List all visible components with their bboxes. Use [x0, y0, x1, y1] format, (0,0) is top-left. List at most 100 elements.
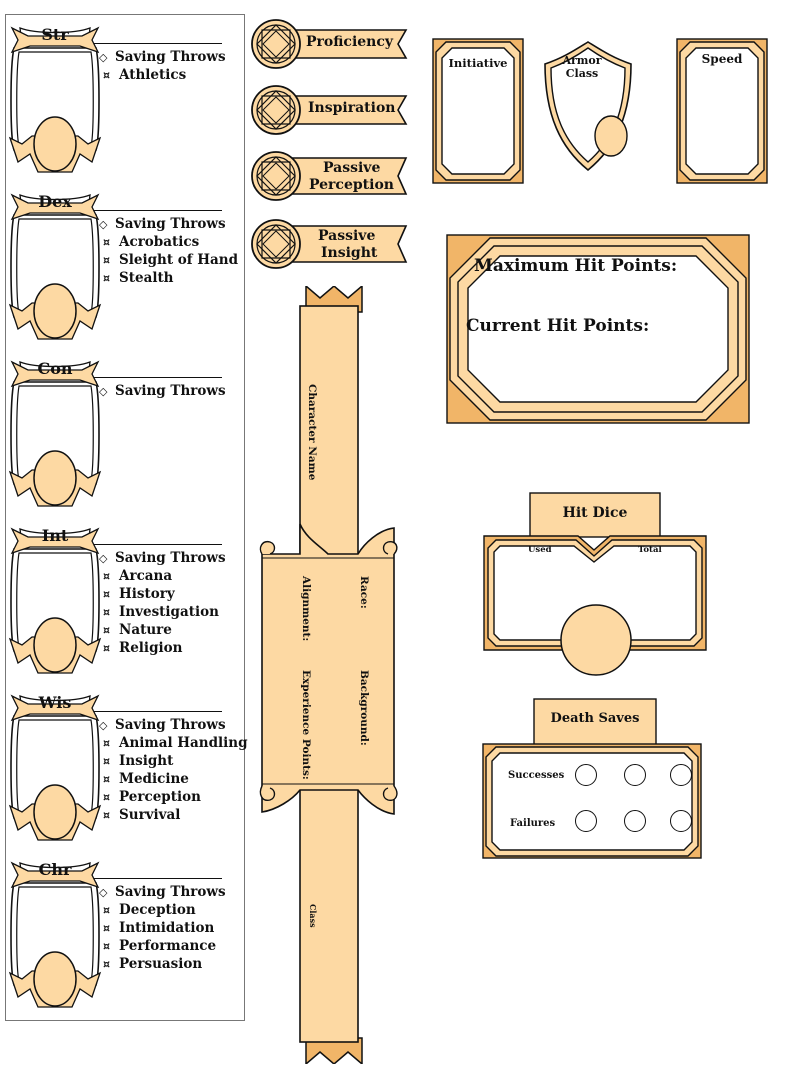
failure-checkbox-2[interactable]: [624, 810, 646, 832]
passive-insight-banner[interactable]: Passive Insight: [250, 218, 410, 270]
character-name-label: Character Name: [306, 384, 318, 481]
skill-row[interactable]: ¤Animal Handling: [103, 735, 248, 751]
skill-row[interactable]: ¤Athletics: [103, 67, 187, 83]
skill-row[interactable]: ¤Stealth: [103, 270, 174, 286]
proficiency-mark-icon[interactable]: ¤: [103, 570, 110, 583]
saving-throw-diamond-icon[interactable]: ◇: [99, 385, 108, 398]
proficiency-banner[interactable]: Proficiency: [250, 18, 410, 70]
skill-row[interactable]: ¤Insight: [103, 753, 174, 769]
proficiency-mark-icon[interactable]: ¤: [103, 922, 110, 935]
saving-throw-diamond-icon[interactable]: ◇: [99, 552, 108, 565]
hit-points-box[interactable]: Maximum Hit Points: Current Hit Points:: [446, 234, 750, 424]
ability-block-str[interactable]: Str ◇Saving Throws ¤Athletics: [8, 25, 238, 186]
skill-row[interactable]: ¤Medicine: [103, 771, 189, 787]
initiative-label: Initiative: [448, 56, 508, 70]
skill-row[interactable]: ¤Perception: [103, 789, 201, 805]
saving-throw-diamond-icon[interactable]: ◇: [99, 51, 108, 64]
saving-throw-diamond-icon[interactable]: ◇: [99, 719, 108, 732]
proficiency-mark-icon[interactable]: ¤: [103, 940, 110, 953]
skill-row[interactable]: ¤Religion: [103, 640, 183, 656]
success-checkbox-2[interactable]: [624, 764, 646, 786]
skill-row[interactable]: ¤Acrobatics: [103, 234, 200, 250]
skill-row[interactable]: ¤History: [103, 586, 175, 602]
proficiency-mark-icon[interactable]: ¤: [103, 809, 110, 822]
skill-row[interactable]: ¤Intimidation: [103, 920, 215, 936]
proficiency-mark-icon[interactable]: ¤: [103, 588, 110, 601]
saving-throw-row[interactable]: ◇Saving Throws: [99, 383, 226, 399]
ability-frame: [8, 193, 102, 341]
proficiency-mark-icon[interactable]: ¤: [103, 791, 110, 804]
race-label: Race:: [358, 576, 370, 609]
ability-block-con[interactable]: Con ◇Saving Throws: [8, 359, 238, 520]
skill-row[interactable]: ¤Survival: [103, 807, 181, 823]
proficiency-mark-icon[interactable]: ¤: [103, 773, 110, 786]
passive-insight-label-2: Insight: [321, 245, 378, 261]
saving-throw-row[interactable]: ◇Saving Throws: [99, 216, 226, 232]
proficiency-mark-icon[interactable]: ¤: [103, 642, 110, 655]
ability-abbr: Wis: [38, 693, 72, 712]
initiative-box[interactable]: Initiative: [432, 38, 524, 184]
proficiency-mark-icon[interactable]: ¤: [103, 624, 110, 637]
ability-block-dex[interactable]: Dex◇Saving Throws¤Acrobatics¤Sleight of …: [8, 192, 239, 353]
proficiency-mark-icon[interactable]: ¤: [103, 254, 110, 267]
skill-row[interactable]: ¤Nature: [103, 622, 172, 638]
speed-box[interactable]: Speed: [676, 38, 768, 184]
proficiency-mark-icon[interactable]: ¤: [103, 606, 110, 619]
ability-frame: [8, 527, 102, 675]
saving-throw-diamond-icon[interactable]: ◇: [99, 218, 108, 231]
inspiration-label: Inspiration: [308, 100, 396, 116]
skill-row[interactable]: ¤Sleight of Hand: [103, 252, 239, 268]
alignment-label: Alignment:: [300, 576, 312, 642]
failure-checkbox-1[interactable]: [575, 810, 597, 832]
saving-throw-diamond-icon[interactable]: ◇: [99, 886, 108, 899]
death-saves-title: Death Saves: [550, 711, 640, 726]
proficiency-mark-icon[interactable]: ¤: [103, 755, 110, 768]
saving-throw-row[interactable]: ◇Saving Throws: [99, 550, 226, 566]
proficiency-mark-icon[interactable]: ¤: [103, 236, 110, 249]
max-hit-points-label: Maximum Hit Points:: [474, 256, 678, 276]
ability-block-int[interactable]: Int ◇Saving Throws ¤Arcana ¤History ¤Investi…: [8, 526, 238, 687]
armor-class-label-2: Class: [565, 67, 599, 80]
saving-throw-row[interactable]: ◇Saving Throws: [99, 717, 226, 733]
saving-throw-row[interactable]: ◇Saving Throws: [99, 884, 226, 900]
failure-checkbox-3[interactable]: [670, 810, 692, 832]
proficiency-mark-icon[interactable]: ¤: [103, 737, 110, 750]
armor-class-shield[interactable]: Armor Class: [543, 40, 633, 172]
inspiration-banner[interactable]: Inspiration: [250, 84, 410, 136]
ability-frame: [8, 694, 102, 842]
skill-row[interactable]: ¤Deception: [103, 902, 196, 918]
proficiency-mark-icon[interactable]: ¤: [103, 69, 110, 82]
speed-label: Speed: [701, 52, 743, 66]
ability-abbr: Int: [41, 526, 69, 545]
skill-row[interactable]: ¤Performance: [103, 938, 217, 954]
hit-dice-box[interactable]: Hit Dice Used Total: [482, 492, 708, 678]
death-saves-box[interactable]: Death Saves Successes Failures: [482, 698, 702, 860]
success-checkbox-3[interactable]: [670, 764, 692, 786]
passive-insight-label-1: Passive: [318, 228, 376, 244]
ability-abbr: Con: [37, 359, 73, 378]
skill-divider: [94, 711, 222, 712]
character-scroll[interactable]: Character Name Race: Alignment: Backgrou…: [258, 286, 398, 1064]
ability-frame: [8, 26, 102, 174]
saving-throw-row[interactable]: ◇Saving Throws: [99, 49, 226, 65]
ability-block-wis[interactable]: Wis ◇Saving Throws ¤Animal Handling ¤Insigh…: [8, 693, 248, 854]
experience-points-label: Experience Points:: [300, 670, 312, 780]
hit-dice-title: Hit Dice: [562, 505, 628, 521]
ability-block-chr[interactable]: Chr◇Saving Throws¤Deception¤Intimidation…: [8, 860, 238, 1021]
passive-perception-label-1: Passive: [323, 160, 381, 176]
proficiency-mark-icon[interactable]: ¤: [103, 272, 110, 285]
passive-perception-banner[interactable]: Passive Perception: [250, 150, 410, 202]
failures-label: Failures: [510, 818, 556, 829]
skill-divider: [94, 544, 222, 545]
passive-perception-label-2: Perception: [309, 177, 394, 193]
class-label: Class: [308, 904, 318, 928]
ability-frame: [8, 360, 102, 508]
skill-row[interactable]: ¤Investigation: [103, 604, 219, 620]
skill-divider: [94, 43, 222, 44]
proficiency-mark-icon[interactable]: ¤: [103, 904, 110, 917]
success-checkbox-1[interactable]: [575, 764, 597, 786]
skill-row[interactable]: ¤Persuasion: [103, 956, 203, 972]
ability-abbr: Str: [41, 25, 69, 44]
skill-row[interactable]: ¤Arcana: [103, 568, 173, 584]
proficiency-mark-icon[interactable]: ¤: [103, 958, 110, 971]
